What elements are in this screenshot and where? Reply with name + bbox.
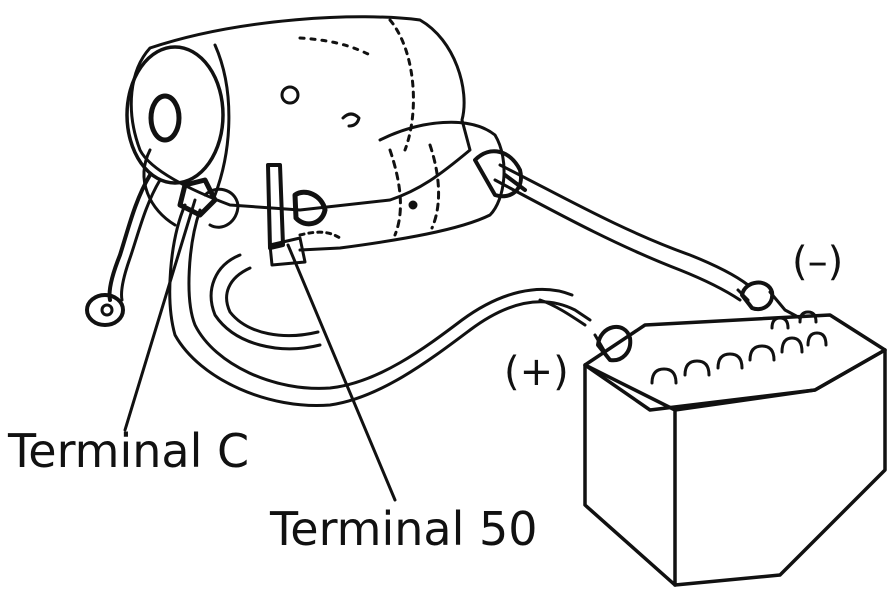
solenoid-dot <box>408 200 418 210</box>
cable-boot <box>503 173 527 192</box>
battery <box>583 280 887 587</box>
positive-terminal-label: (+) <box>504 349 569 395</box>
cable-branch <box>538 298 587 327</box>
mounting-flange <box>142 148 177 227</box>
cell-cap <box>716 352 744 370</box>
terminal-50-stud <box>266 163 285 250</box>
positive-post-clamp <box>596 324 633 363</box>
cell-cap <box>770 316 790 330</box>
bracket-detail <box>298 230 342 240</box>
ground-strap <box>85 173 162 327</box>
terminal-50-bracket <box>268 236 307 267</box>
solenoid-rib <box>388 148 402 237</box>
terminal-c-label: Terminal C <box>8 424 250 478</box>
terminal-50-label: Terminal 50 <box>270 502 538 556</box>
cell-cap <box>780 336 804 354</box>
housing-bolt <box>280 85 300 105</box>
cable-positive <box>168 203 592 408</box>
ground-strap-wire <box>107 173 152 302</box>
cable-boot <box>473 149 523 199</box>
negative-terminal-label: (–) <box>792 239 844 285</box>
ground-strap-lug <box>85 293 125 327</box>
cell-cap <box>650 367 678 385</box>
housing-seam <box>213 43 231 197</box>
negative-post-lead <box>768 290 802 320</box>
ground-strap-hole <box>100 303 114 317</box>
terminal-c-stud <box>177 177 218 218</box>
leader-line-terminal-c <box>123 198 197 432</box>
battery-side <box>673 348 887 587</box>
cell-cap <box>748 344 776 362</box>
cell-cap <box>683 359 711 377</box>
cell-cap <box>806 331 828 347</box>
terminal-50-nut <box>292 189 328 227</box>
ground-strap-wire <box>120 178 162 302</box>
leader-line-terminal-50 <box>286 243 397 502</box>
battery-top <box>583 313 887 412</box>
cable-negative <box>498 163 750 287</box>
motor-shaft <box>148 93 182 143</box>
cable-positive <box>187 208 574 390</box>
solenoid <box>298 120 506 252</box>
cable-negative <box>493 178 742 302</box>
cable-lead <box>225 266 320 338</box>
positive-post-clamp <box>593 333 607 354</box>
housing-seam <box>298 36 372 57</box>
motor-housing <box>129 15 472 212</box>
solenoid-rib <box>428 143 440 230</box>
cable-lead <box>209 253 322 351</box>
motor-end-cap <box>125 45 225 185</box>
housing-seam <box>388 18 415 152</box>
cables <box>168 149 750 408</box>
starter-motor <box>125 15 506 267</box>
negative-post-clamp <box>740 280 775 312</box>
negative-post-clamp <box>736 288 750 302</box>
cell-caps <box>650 310 828 385</box>
housing-bolt <box>341 112 361 128</box>
leader-lines <box>123 198 397 502</box>
battery-edge <box>583 503 677 587</box>
terminal-c-nut <box>203 187 240 229</box>
